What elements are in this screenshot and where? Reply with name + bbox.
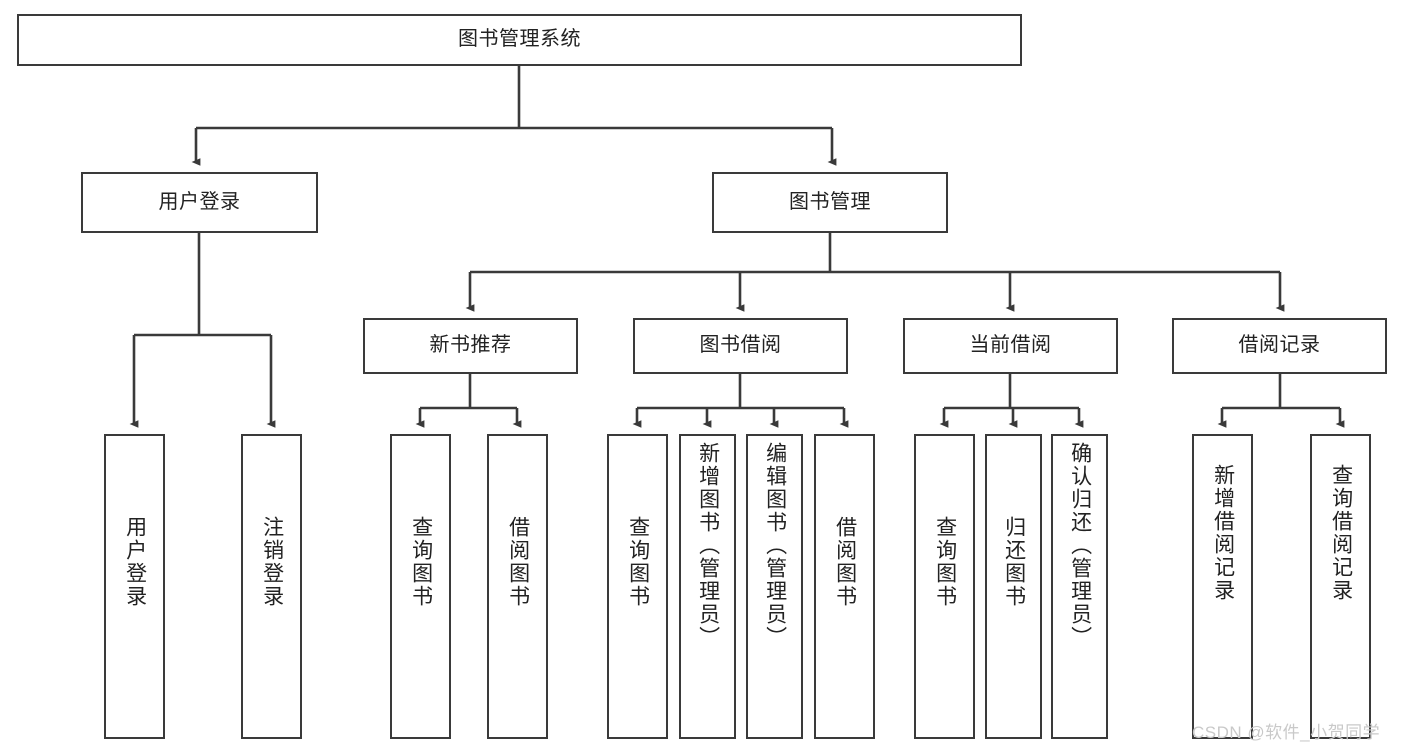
- node-leaf-add-borrow-record-label: 新增借阅记录: [1211, 464, 1235, 602]
- node-leaf-borrow-book-label: 借阅图书: [833, 516, 857, 608]
- node-user-login-label: 用户登录: [158, 190, 241, 213]
- node-current-borrow[interactable]: 当前借阅: [903, 318, 1118, 374]
- node-leaf-borrow-book-recommend[interactable]: 借阅图书: [487, 434, 548, 739]
- node-leaf-logout-label: 注销登录: [260, 516, 284, 608]
- node-leaf-confirm-return-admin-label: 确认归还（管理员）: [1068, 442, 1092, 649]
- node-new-book-recommend-label: 新书推荐: [429, 334, 512, 357]
- node-leaf-query-borrow-record-label: 查询借阅记录: [1329, 464, 1353, 602]
- node-leaf-user-login-label: 用户登录: [123, 516, 147, 608]
- node-borrow-record[interactable]: 借阅记录: [1172, 318, 1387, 374]
- node-leaf-confirm-return-admin[interactable]: 确认归还（管理员）: [1051, 434, 1108, 739]
- node-book-borrow-label: 图书借阅: [699, 334, 782, 357]
- node-leaf-query-book-borrow[interactable]: 查询图书: [607, 434, 668, 739]
- node-leaf-logout[interactable]: 注销登录: [241, 434, 302, 739]
- node-leaf-query-book-current-label: 查询图书: [933, 516, 957, 608]
- node-leaf-query-book-recommend-label: 查询图书: [409, 516, 433, 608]
- node-root-label: 图书管理系统: [458, 28, 581, 51]
- node-leaf-query-book-borrow-label: 查询图书: [626, 516, 650, 608]
- node-root[interactable]: 图书管理系统: [17, 14, 1022, 66]
- node-leaf-return-book-label: 归还图书: [1002, 516, 1026, 608]
- node-book-management-label: 图书管理: [789, 190, 871, 213]
- node-leaf-query-borrow-record[interactable]: 查询借阅记录: [1310, 434, 1371, 739]
- node-leaf-borrow-book-recommend-label: 借阅图书: [506, 516, 530, 608]
- node-leaf-edit-book-admin-label: 编辑图书（管理员）: [763, 442, 787, 649]
- node-leaf-add-book-admin[interactable]: 新增图书（管理员）: [679, 434, 736, 739]
- node-user-login[interactable]: 用户登录: [81, 172, 318, 233]
- csdn-watermark: CSDN @软件_小贺同学: [1192, 723, 1381, 742]
- node-leaf-add-borrow-record[interactable]: 新增借阅记录: [1192, 434, 1253, 739]
- node-current-borrow-label: 当前借阅: [969, 334, 1052, 357]
- node-book-borrow[interactable]: 图书借阅: [633, 318, 848, 374]
- node-leaf-borrow-book[interactable]: 借阅图书: [814, 434, 875, 739]
- node-leaf-add-book-admin-label: 新增图书（管理员）: [696, 442, 720, 649]
- node-book-management[interactable]: 图书管理: [712, 172, 948, 233]
- node-leaf-edit-book-admin[interactable]: 编辑图书（管理员）: [746, 434, 803, 739]
- node-leaf-return-book[interactable]: 归还图书: [985, 434, 1042, 739]
- node-leaf-user-login[interactable]: 用户登录: [104, 434, 165, 739]
- node-leaf-query-book-current[interactable]: 查询图书: [914, 434, 975, 739]
- node-leaf-query-book-recommend[interactable]: 查询图书: [390, 434, 451, 739]
- node-new-book-recommend[interactable]: 新书推荐: [363, 318, 578, 374]
- node-borrow-record-label: 借阅记录: [1238, 334, 1321, 357]
